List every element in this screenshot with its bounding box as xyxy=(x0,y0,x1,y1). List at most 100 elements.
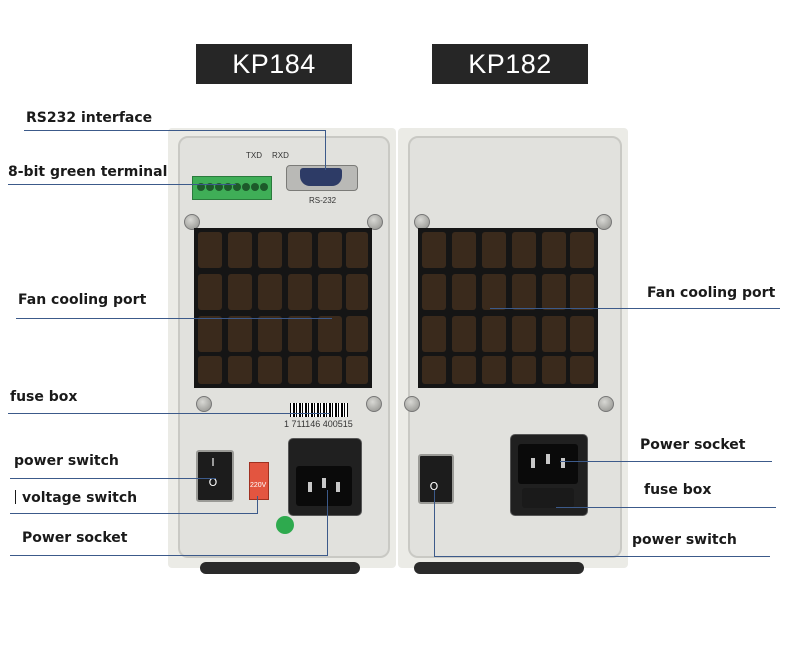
fan-vent xyxy=(482,356,506,384)
fan-vent xyxy=(198,274,222,310)
fan-vent xyxy=(228,316,252,352)
fan-vent xyxy=(422,316,446,352)
fan-vent xyxy=(258,356,282,384)
fan-vent xyxy=(228,232,252,268)
fan-vent xyxy=(452,356,476,384)
callout-line xyxy=(8,413,330,414)
terminal-screw-icon xyxy=(224,183,232,191)
fan-vent xyxy=(198,316,222,352)
fan-vent xyxy=(346,316,368,352)
fan-vent xyxy=(318,274,342,310)
fan-vent xyxy=(288,274,312,310)
fan-vent xyxy=(452,316,476,352)
fan-vent xyxy=(198,356,222,384)
callout-line xyxy=(556,507,776,508)
fan-vent xyxy=(318,316,342,352)
callout-power-socket-right: Power socket xyxy=(640,437,746,453)
callout-line xyxy=(434,556,770,557)
callout-power-socket-left: Power socket xyxy=(22,530,128,546)
model-label-kp184: KP184 xyxy=(196,44,352,84)
fan-vent xyxy=(422,274,446,310)
kp184-feet xyxy=(200,562,360,574)
barcode-number: 1 711146 400515 xyxy=(284,419,353,429)
fan-vent xyxy=(512,232,536,268)
fan-vent xyxy=(482,232,506,268)
socket-pin xyxy=(561,458,565,468)
callout-fuse-box-left: fuse box xyxy=(10,389,78,405)
callout-power-switch-left: power switch xyxy=(14,453,119,469)
callout-fuse-box-right: fuse box xyxy=(644,482,712,498)
callout-line xyxy=(327,490,328,555)
kp182-fuse-drawer xyxy=(522,488,574,508)
callout-voltage-switch: voltage switch xyxy=(22,490,138,506)
socket-pin xyxy=(322,478,326,488)
callout-fan-cooling-port-left: Fan cooling port xyxy=(18,292,147,308)
kp182-socket-inlet xyxy=(518,444,578,484)
screw-icon xyxy=(366,396,382,412)
callout-line xyxy=(490,308,780,309)
fan-vent xyxy=(452,232,476,268)
callout-8bit-green-terminal: 8-bit green terminal xyxy=(8,164,168,180)
switch-on-mark: I xyxy=(211,456,215,469)
socket-pin xyxy=(336,482,340,492)
terminal-screw-icon xyxy=(206,183,214,191)
green-sticker xyxy=(276,516,294,534)
fan-vent xyxy=(512,316,536,352)
fan-vent xyxy=(512,274,536,310)
terminal-screw-icon xyxy=(215,183,223,191)
rs232-port-label: RS-232 xyxy=(309,196,337,205)
fan-grille-left xyxy=(194,228,372,388)
terminal-screw-icon xyxy=(233,183,241,191)
fan-vent xyxy=(570,232,594,268)
fan-vent xyxy=(422,356,446,384)
fan-vent xyxy=(482,274,506,310)
callout-rs232-interface: RS232 interface xyxy=(26,110,153,126)
kp182-power-switch[interactable] xyxy=(418,454,454,504)
fan-vent xyxy=(318,356,342,384)
callout-fan-cooling-port-right: Fan cooling port xyxy=(647,285,776,301)
fan-vent xyxy=(346,232,368,268)
barcode-sticker xyxy=(290,403,348,417)
fan-vent xyxy=(346,274,368,310)
fan-vent xyxy=(258,274,282,310)
switch-off-mark: O xyxy=(208,476,218,489)
txd-label: TXD xyxy=(246,151,262,160)
callout-line xyxy=(560,461,772,462)
callout-line xyxy=(24,130,326,131)
fan-vent xyxy=(228,274,252,310)
callout-line xyxy=(434,490,435,556)
fan-vent xyxy=(318,232,342,268)
screw-icon xyxy=(404,396,420,412)
screw-icon xyxy=(596,214,612,230)
switch-off-mark: O xyxy=(429,480,439,493)
screw-icon xyxy=(196,396,212,412)
callout-marker xyxy=(15,490,16,504)
fan-vent xyxy=(542,356,566,384)
fan-vent xyxy=(452,274,476,310)
terminal-screw-icon xyxy=(251,183,259,191)
fan-vent xyxy=(288,232,312,268)
fan-vent xyxy=(288,356,312,384)
fan-vent xyxy=(512,356,536,384)
fan-vent xyxy=(346,356,368,384)
fan-vent xyxy=(482,316,506,352)
callout-line xyxy=(10,555,328,556)
rxd-label: RXD xyxy=(272,151,289,160)
fan-vent xyxy=(228,356,252,384)
callout-line xyxy=(16,318,332,319)
fan-vent xyxy=(570,356,594,384)
callout-power-switch-right: power switch xyxy=(632,532,737,548)
fan-vent xyxy=(258,316,282,352)
socket-pin xyxy=(546,454,550,464)
callout-line xyxy=(10,478,216,479)
rs232-connector-face xyxy=(300,168,342,186)
voltage-switch[interactable] xyxy=(249,462,269,500)
callout-line xyxy=(10,513,258,514)
fan-vent xyxy=(570,274,594,310)
voltage-switch-value: 220V xyxy=(250,482,267,489)
screw-icon xyxy=(367,214,383,230)
kp184-power-switch[interactable] xyxy=(196,450,234,502)
callout-line xyxy=(257,496,258,513)
terminal-screw-icon xyxy=(197,183,205,191)
fan-vent xyxy=(422,232,446,268)
